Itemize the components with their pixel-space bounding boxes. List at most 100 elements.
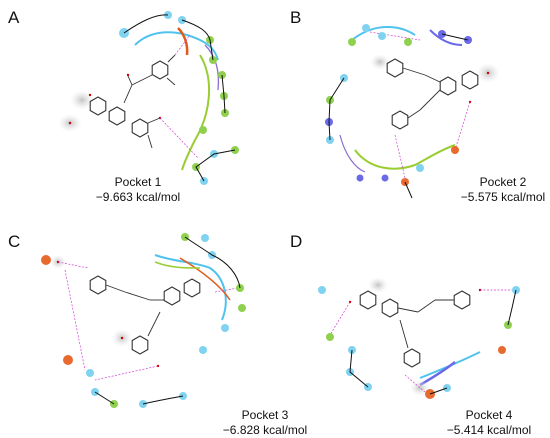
backbone-line (195, 149, 236, 182)
caption-pocket-1: Pocket 1 −9.663 kcal/mol (78, 175, 198, 205)
ring-c (381, 298, 399, 318)
backbone-line (328, 77, 345, 141)
backbone-line (507, 289, 517, 326)
pocket-contour (429, 29, 463, 46)
pocket-name: Pocket 2 (479, 175, 527, 189)
pocket-contour (339, 134, 366, 173)
caption-pocket-4: Pocket 4 −5.414 kcal/mol (434, 408, 544, 438)
ring-a (89, 96, 107, 116)
oxygen-atom (126, 73, 130, 77)
residue-node (416, 164, 424, 172)
bond (424, 74, 441, 83)
pocket-contour (354, 144, 456, 170)
backbone-line (184, 236, 241, 289)
hbond-line (394, 134, 406, 179)
oh-bond (147, 117, 161, 124)
residue-node (378, 32, 386, 40)
panel-label-b: B (290, 8, 302, 27)
panel-label-a: A (8, 8, 20, 27)
ester-bond (417, 299, 436, 313)
pocket-contour (154, 254, 227, 321)
residue-node (356, 174, 364, 182)
pocket-contour (351, 26, 416, 41)
residue-node (381, 174, 389, 182)
oxygen-atom (120, 336, 124, 340)
carbonyl-bond (127, 75, 133, 86)
pocket-contour (204, 44, 220, 91)
bond (402, 67, 426, 76)
ring-galloyl (89, 275, 107, 295)
diagram-pocket-4 (318, 277, 520, 399)
residue-node (41, 255, 51, 265)
residue-node (238, 304, 246, 312)
residue-node (326, 333, 334, 341)
binding-energy: −5.414 kcal/mol (446, 423, 532, 437)
hbond-line (329, 301, 351, 336)
residue-node (451, 146, 459, 154)
panel-label-d: D (290, 232, 303, 251)
residue-node (86, 369, 94, 377)
hbond-line (404, 374, 426, 393)
residue-node (199, 346, 207, 354)
pocket-name: Pocket 3 (241, 408, 289, 422)
oxygen-atom (486, 71, 490, 75)
ester-bond (124, 291, 151, 301)
binding-energy: −9.663 kcal/mol (95, 190, 181, 204)
residue-node (63, 355, 73, 365)
diagram-pocket-3 (41, 233, 246, 408)
ester-bond (131, 74, 153, 86)
backbone-line (94, 391, 115, 405)
ester-bond (105, 284, 126, 293)
ring-c (439, 76, 457, 96)
bond (147, 311, 161, 337)
pocket-name: Pocket 4 (465, 408, 513, 422)
backbone-line (181, 19, 214, 61)
caption-pocket-3: Pocket 3 −6.828 kcal/mol (210, 408, 320, 438)
hbond-line (369, 31, 421, 41)
residue-node (199, 126, 207, 134)
hbond-line (94, 365, 159, 381)
binding-energy: −6.828 kcal/mol (222, 423, 308, 437)
ring-b (386, 58, 404, 78)
residue-node (362, 24, 370, 32)
hbond-line (57, 261, 89, 269)
hbond-line (214, 287, 239, 293)
ring-a (183, 278, 201, 298)
ring-galloyl (391, 110, 409, 130)
oxygen-atom (88, 93, 92, 97)
ring-b (131, 118, 149, 138)
pocket-contour (154, 261, 201, 269)
hbond-line (174, 34, 191, 56)
ester-bond (419, 89, 441, 111)
caption-pocket-2: Pocket 2 −5.575 kcal/mol (448, 175, 550, 205)
ring-a (359, 290, 377, 310)
ring-b (403, 348, 421, 368)
atom-shadow (368, 277, 388, 293)
atom-shadow (70, 90, 94, 110)
atom-shadow (370, 54, 390, 70)
oxygen-atom (68, 121, 72, 125)
pocket-name: Pocket 1 (114, 175, 162, 189)
panel-label-c: C (8, 232, 21, 251)
residue-node (201, 234, 209, 242)
diagram-pocket-1 (58, 11, 239, 185)
backbone-line (429, 387, 448, 395)
oh-bond (166, 77, 176, 86)
hbond-line (159, 117, 199, 159)
pocket-contour (177, 27, 189, 56)
residue-node (498, 346, 506, 354)
diagram-pocket-2 (325, 24, 500, 199)
residue-node (318, 286, 326, 294)
ring-galloyl (151, 60, 169, 80)
pocket-contour (181, 54, 211, 171)
hbond-line (64, 269, 86, 371)
ester-bond (123, 84, 133, 104)
ester-bond (407, 109, 421, 119)
ring-c (108, 106, 126, 126)
backbone-line (349, 349, 369, 388)
ring-a (461, 70, 479, 90)
backbone-line (142, 395, 184, 405)
backbone-line (221, 74, 226, 114)
bond (399, 319, 409, 349)
